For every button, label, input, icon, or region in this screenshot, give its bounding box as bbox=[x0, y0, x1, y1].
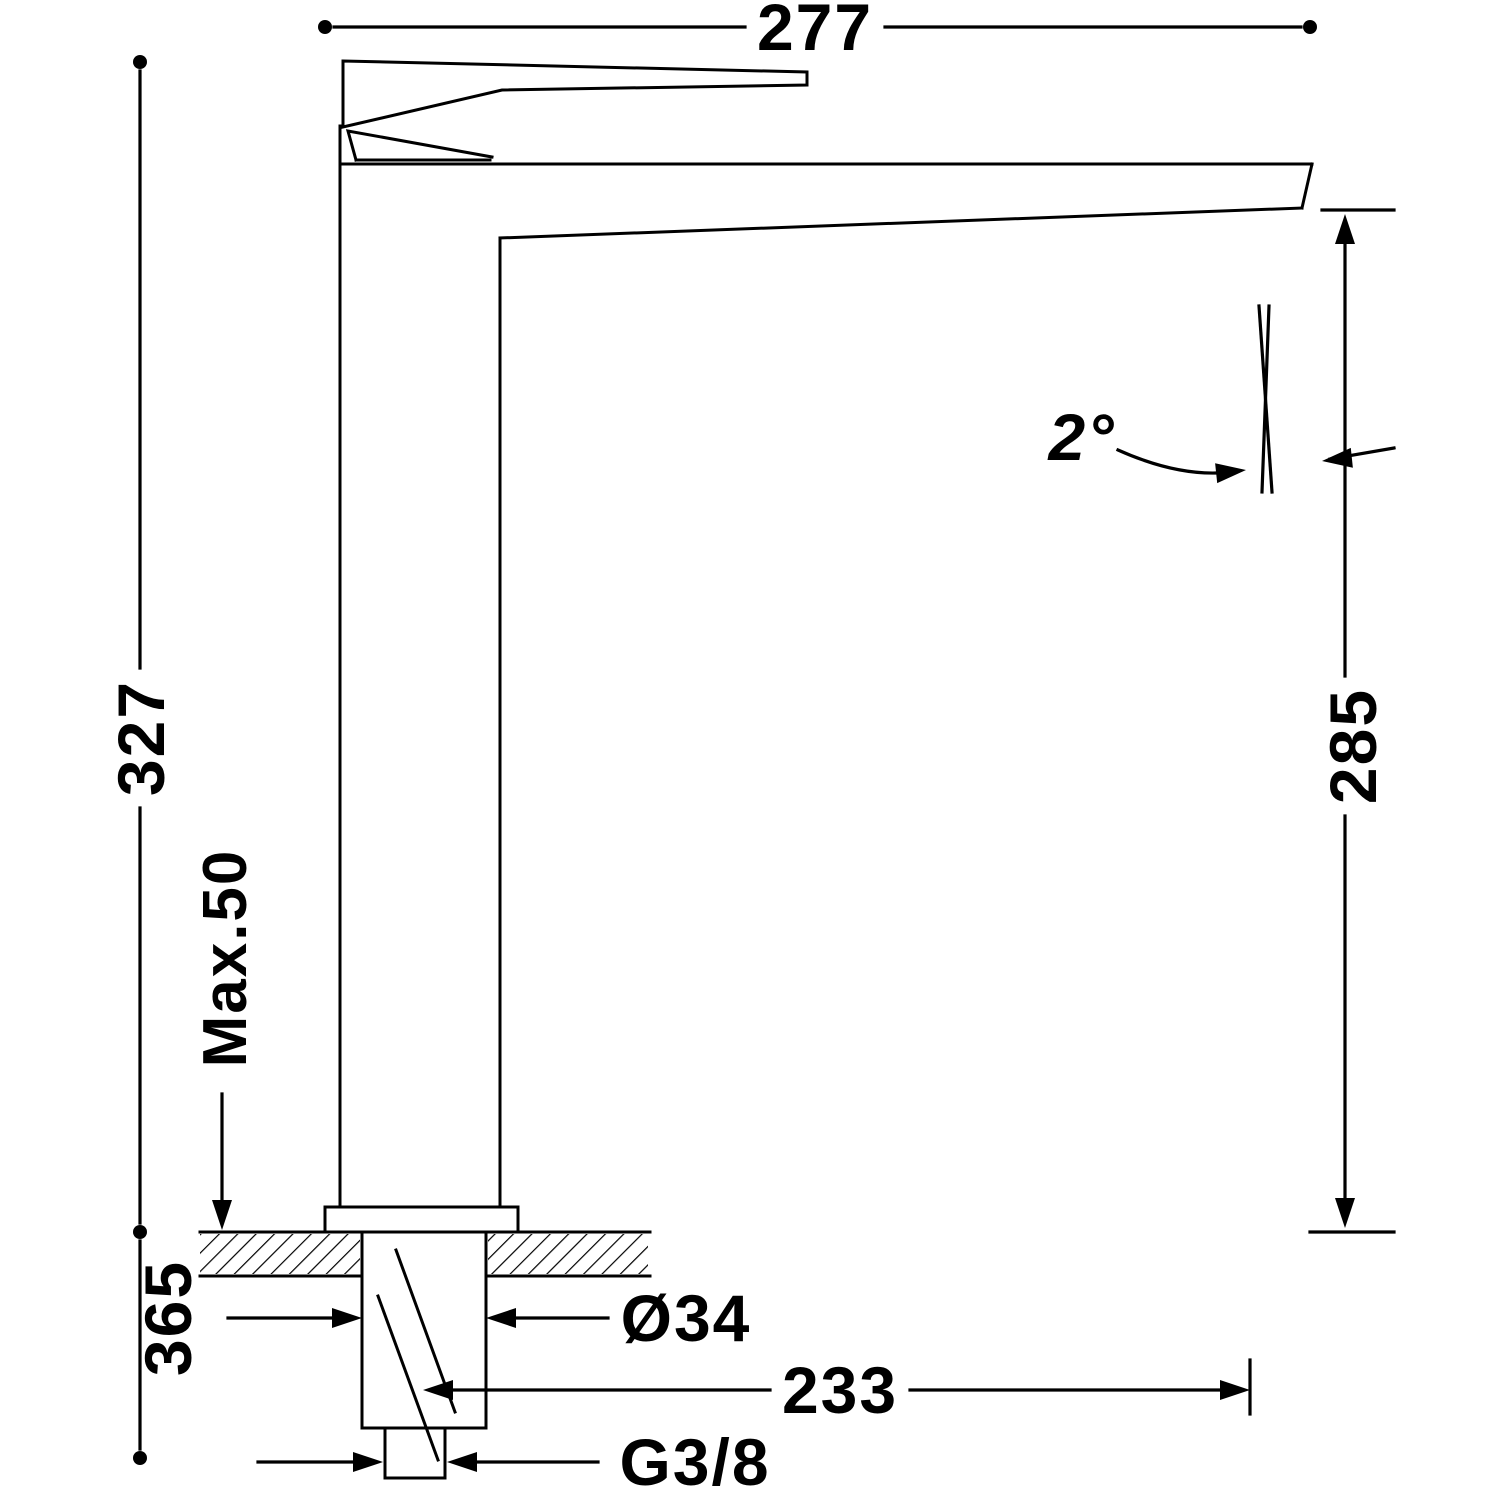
dim-285-label: 285 bbox=[1316, 688, 1390, 804]
dim-365-label: 365 bbox=[131, 1260, 205, 1376]
dim-285: 285 bbox=[1308, 208, 1396, 1234]
dim-285-arrowhead-up bbox=[1335, 214, 1355, 244]
angle-reference-line-2 bbox=[1260, 304, 1271, 494]
dim-327-dot-top bbox=[133, 55, 147, 69]
reach-label: 233 bbox=[782, 1353, 898, 1427]
dim-233: 233 bbox=[423, 1353, 1252, 1427]
faucet-outline bbox=[323, 59, 1314, 1233]
dim-g38-arrowhead-left bbox=[447, 1452, 477, 1472]
angle-arrowhead-left bbox=[1322, 447, 1353, 468]
dim-g38-arrowhead-right bbox=[353, 1452, 383, 1472]
diameter-label: Ø34 bbox=[621, 1281, 752, 1355]
thread-label: G3/8 bbox=[619, 1425, 770, 1499]
dim-277-label: 277 bbox=[757, 0, 873, 64]
dim-dia34-arrowhead-left bbox=[486, 1308, 516, 1328]
dim-277: 277 bbox=[318, 0, 1317, 64]
max-depth-label: Max.50 bbox=[191, 849, 260, 1068]
dim-277-dot-left bbox=[318, 20, 332, 34]
countertop-hatch-right bbox=[488, 1234, 648, 1274]
dim-max50-arrowhead-down bbox=[212, 1200, 232, 1230]
faucet-spout-underside bbox=[498, 206, 1304, 240]
dim-dia34: Ø34 bbox=[226, 1281, 752, 1355]
shank-break-line-2 bbox=[376, 1294, 440, 1462]
faucet-lever-handle bbox=[341, 59, 809, 129]
angle-arrowhead-right bbox=[1215, 463, 1246, 484]
faucet-cartridge-cap bbox=[345, 129, 494, 162]
angle-label: 2° bbox=[1046, 400, 1115, 474]
dim-365-dot-bottom bbox=[133, 1451, 147, 1465]
dim-g38: G3/8 bbox=[256, 1425, 770, 1499]
dim-dia34-arrowhead-right bbox=[332, 1308, 362, 1328]
dim-angle: 2° bbox=[1046, 304, 1396, 494]
countertop-hatch-left bbox=[200, 1234, 360, 1274]
faucet-spout-end-face bbox=[1300, 162, 1314, 210]
dim-327-dot-bottom bbox=[133, 1225, 147, 1239]
dim-327-label: 327 bbox=[104, 680, 178, 796]
dim-365: 365 bbox=[131, 1239, 205, 1465]
dim-327: 327 bbox=[104, 55, 178, 1239]
mounting-shank bbox=[360, 1230, 488, 1480]
dim-233-arrowhead-left bbox=[423, 1380, 453, 1400]
countertop-section bbox=[198, 1230, 652, 1278]
dim-285-arrowhead-down bbox=[1335, 1198, 1355, 1228]
dim-233-arrowhead-right bbox=[1220, 1380, 1250, 1400]
dim-277-dot-right bbox=[1303, 20, 1317, 34]
dim-max50: Max.50 bbox=[191, 849, 260, 1230]
